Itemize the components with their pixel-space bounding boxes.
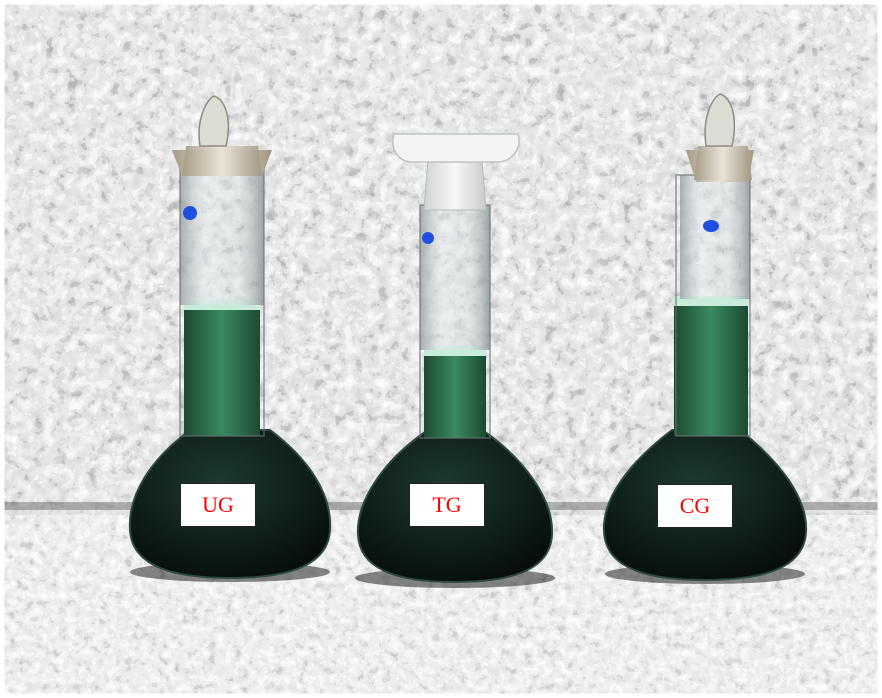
label-ug-text: UG	[202, 492, 234, 517]
foam-cg	[674, 296, 748, 306]
blue-mark-tg	[422, 232, 434, 244]
label-cg-text: CG	[679, 493, 711, 518]
label-cg-box: CG	[657, 484, 733, 528]
blue-mark-ug	[183, 206, 197, 220]
label-tg-box: TG	[409, 483, 485, 527]
flask-tg	[355, 133, 555, 588]
foam-tg	[424, 346, 486, 356]
blue-mark-cg	[703, 220, 719, 232]
flask-ug	[128, 95, 332, 582]
label-ug-box: UG	[180, 483, 256, 527]
label-tg-text: TG	[432, 492, 462, 517]
